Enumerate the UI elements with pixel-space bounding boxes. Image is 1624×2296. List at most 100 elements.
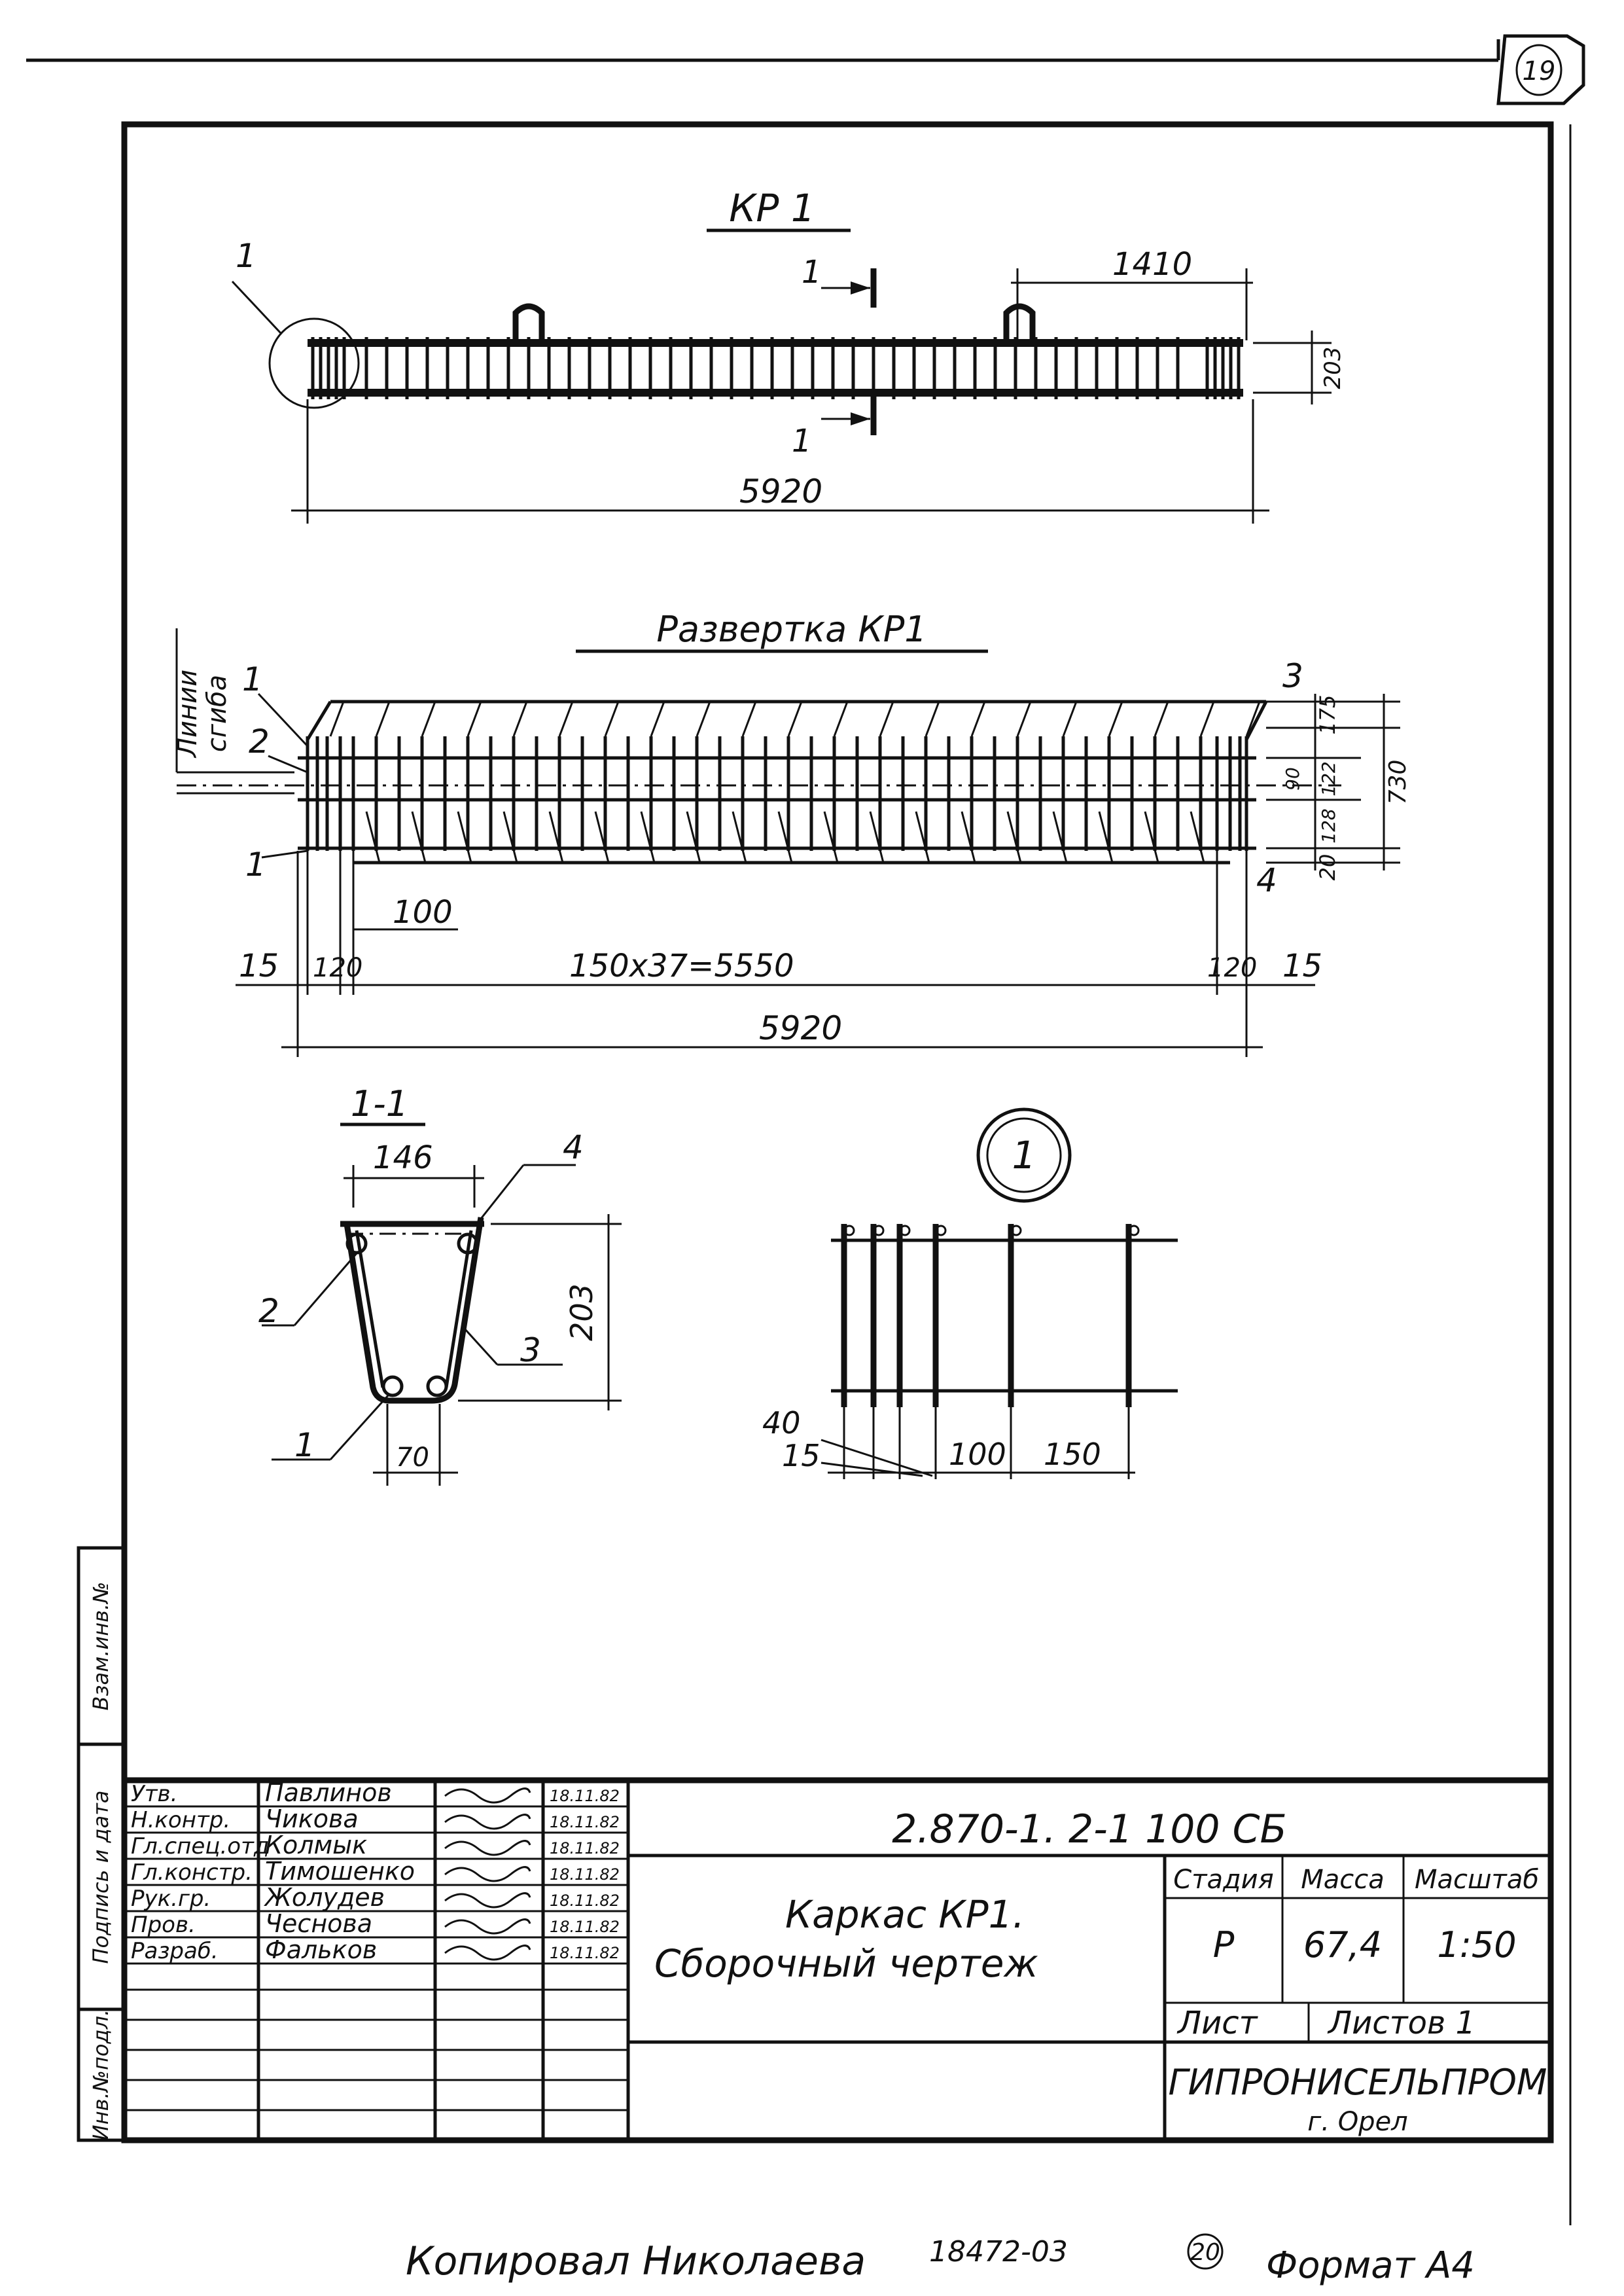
- footer-format: Формат А4: [1266, 2244, 1475, 2287]
- page-number-circle: [1515, 44, 1562, 96]
- unfold-top-hook: [741, 701, 757, 737]
- tb-signature-mark: [444, 1840, 531, 1856]
- tb-signature-mark: [444, 1892, 531, 1909]
- kr1-lifting-loop-right: [1003, 303, 1036, 344]
- footer-page-circle: [1187, 2233, 1224, 2270]
- tb-sheets-label: Листов 1: [1327, 2005, 1475, 2041]
- section-title: 1-1: [351, 1083, 408, 1124]
- dim-unfold-15-left: 15: [239, 948, 279, 984]
- unfold-pos-4: 4: [1256, 861, 1277, 899]
- unfold-pos-1-bottom: 1: [245, 846, 266, 884]
- dim-unfold-100: 100: [393, 894, 453, 931]
- unfold-top-hook: [512, 701, 528, 737]
- section-mark-top: 1: [802, 254, 822, 291]
- tb-signer-date: 18.11.82: [550, 1839, 620, 1857]
- unfold-left-edge: [306, 700, 332, 741]
- side-stamp-signature-date: Подпись и дата: [88, 1790, 113, 1964]
- unfold-pos-1-top: 1: [242, 660, 263, 698]
- unfold-bottom-hook: [1098, 811, 1114, 863]
- dim-20: 20: [1315, 854, 1340, 881]
- unfold-top-hook: [1199, 701, 1215, 737]
- section-arrowhead-bottom: [851, 412, 870, 425]
- side-stamp-vzam-inv: Взам.инв.№: [88, 1582, 113, 1711]
- tb-signer-role: Гл.констр.: [131, 1859, 253, 1886]
- tb-signature-mark: [444, 1866, 531, 1882]
- dim-5920-main: 5920: [739, 473, 822, 511]
- tb-mass: 67,4: [1303, 1924, 1382, 1965]
- unfold-top-hook: [925, 701, 940, 737]
- tb-signer-role: Н.контр.: [131, 1807, 230, 1833]
- unfold-bottom-hook: [869, 811, 885, 863]
- section-mark-bottom: 1: [792, 423, 812, 459]
- dim-unfold-run: 150х37=5550: [569, 948, 794, 984]
- dim-section-203: 203: [564, 1283, 599, 1341]
- unfold-top-hook: [329, 701, 345, 737]
- node-dim-150: 150: [1044, 1437, 1101, 1472]
- unfold-bottom-hook: [503, 811, 518, 863]
- tb-signer-name: Чикова: [265, 1804, 359, 1833]
- dim-730: 730: [1385, 760, 1411, 805]
- side-stamp-frame: [77, 1546, 126, 2142]
- section-pos-3: 3: [520, 1331, 541, 1369]
- kr1-lifting-loop-left: [512, 303, 545, 344]
- kr1-node-leader: [231, 280, 283, 335]
- node-dim-40-leader: [821, 1439, 933, 1477]
- node-stirrup-hook: [1128, 1225, 1140, 1236]
- unfold-bottom-hook: [365, 811, 381, 863]
- dim-122: 122: [1318, 761, 1339, 796]
- unfold-pos-1-top-leader: [257, 692, 309, 747]
- tb-sheet-label: Лист: [1176, 2005, 1259, 2041]
- drawing-frame: [121, 121, 1554, 2144]
- unfold-bottom-hook: [548, 811, 564, 863]
- node-stirrup-hook: [873, 1225, 885, 1236]
- section-bar-top-left: [345, 1232, 368, 1255]
- tb-hdr-mass: Масса: [1301, 1865, 1385, 1895]
- footer-order-number: 18472-03: [929, 2235, 1068, 2269]
- node-dim-15-leader: [821, 1462, 923, 1477]
- dim-unfold-5920: 5920: [759, 1009, 842, 1047]
- unfold-bottom-hook: [594, 811, 610, 863]
- node-dim-100: 100: [949, 1437, 1006, 1472]
- unfold-top-hook: [604, 701, 620, 737]
- tb-name-line2: Сборочный чертеж: [654, 1941, 1038, 1986]
- footer-page-number: 20: [1190, 2239, 1220, 2266]
- dim-175: 175: [1315, 694, 1340, 734]
- kr1-node-callout-circle: [268, 317, 360, 409]
- unfold-top-hook: [970, 701, 986, 737]
- dim-70: 70: [396, 1443, 429, 1473]
- unfold-top-hook: [879, 701, 894, 737]
- tb-signature-mark: [444, 1814, 531, 1830]
- section-bar-top-right: [457, 1232, 479, 1255]
- dim-1410: 1410: [1112, 246, 1192, 283]
- dim-203-main: 203: [1320, 347, 1346, 389]
- kr1-title: КР 1: [729, 186, 815, 230]
- node-label: 1: [1012, 1133, 1036, 1177]
- dim-unfold-120-left: 120: [313, 953, 362, 983]
- section-pos-3-leader: [463, 1327, 499, 1366]
- tb-signer-role: Пров.: [131, 1912, 196, 1938]
- unfold-bottom-hook: [1190, 811, 1205, 863]
- unfold-bottom-hook: [961, 811, 976, 863]
- page-number: 19: [1523, 56, 1556, 86]
- tb-signer-name: Жолудев: [264, 1883, 385, 1912]
- unfold-bottom-hook: [1144, 811, 1159, 863]
- unfold-top-hook: [1245, 701, 1261, 737]
- tb-empty-rows: [124, 1988, 628, 2111]
- section-1-1-view: 1-1 146 203 70 2 1 3 4: [258, 1083, 622, 1486]
- unfold-pos-3: 3: [1282, 657, 1303, 695]
- kr1-stirrups: [311, 337, 1241, 399]
- unfold-bottom-hook: [411, 811, 427, 863]
- page-number-box: [1496, 34, 1585, 105]
- section-pos-2-leader: [293, 1253, 358, 1326]
- node-stirrup-hook: [935, 1225, 947, 1236]
- node-dim-40: 40: [762, 1405, 801, 1441]
- tb-signer-name: Павлинов: [265, 1778, 392, 1807]
- unfold-bottom-hook: [1052, 811, 1068, 863]
- unfold-top-hook: [696, 701, 711, 737]
- unfold-bottom-hook: [1006, 811, 1022, 863]
- unfold-top-hook: [1154, 701, 1169, 737]
- unfold-title: Развертка КР1: [656, 609, 927, 650]
- tb-hdr-stage: Стадия: [1173, 1865, 1273, 1895]
